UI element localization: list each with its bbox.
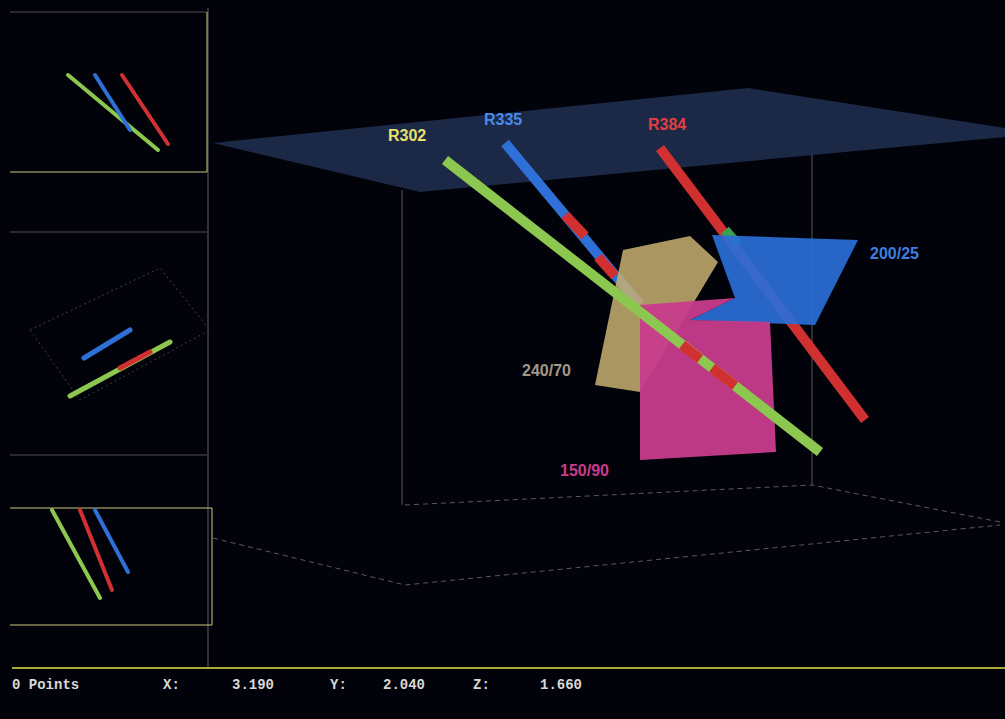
plane-orientation: 150/90 [560, 463, 609, 479]
plane-200-25 [690, 235, 858, 325]
coord-value: 2.040 [383, 678, 425, 692]
inset-drillholes [52, 75, 170, 598]
drillhole-r302 [445, 160, 820, 452]
status-divider [12, 667, 1005, 669]
coord-name: Y: [330, 678, 347, 692]
plane-orientation: 200/25 [870, 246, 919, 262]
hole-name: R335 [484, 112, 522, 128]
bounding-box [213, 150, 1000, 585]
hole-name: R302 [388, 128, 426, 144]
coord-name: X: [163, 678, 180, 692]
plane-orientation: 240/70 [522, 363, 571, 379]
status-count: 0 Points [12, 678, 79, 692]
coord-value: 3.190 [232, 678, 274, 692]
surface-plane [213, 88, 1005, 192]
coord-value: 1.660 [540, 678, 582, 692]
coord-name: Z: [473, 678, 490, 692]
inset-frames [10, 8, 212, 668]
hole-name: R384 [648, 117, 686, 133]
